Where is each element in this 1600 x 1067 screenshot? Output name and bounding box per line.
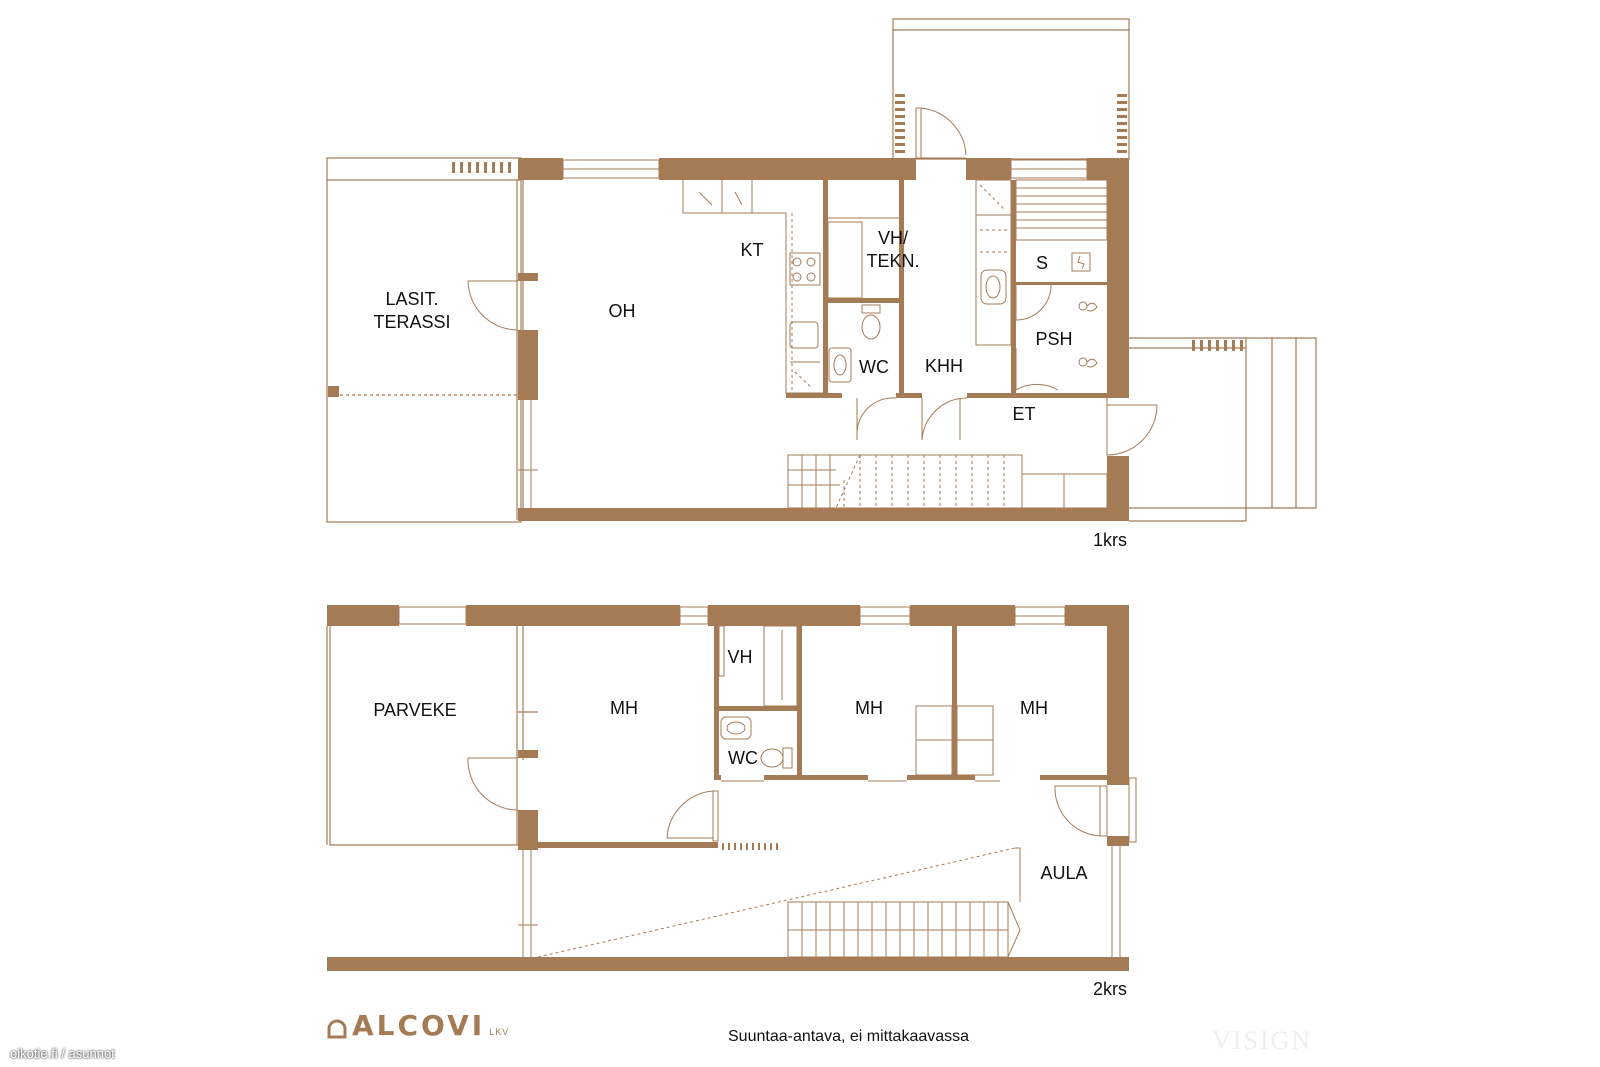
alcovi-logo-icon bbox=[327, 1019, 347, 1039]
room-label-mh-2: MH bbox=[855, 698, 883, 718]
room-label-et: ET bbox=[1012, 404, 1035, 424]
source-credit: oikotie.fi / asunnot bbox=[10, 1046, 115, 1061]
floor-1-wc-fixtures bbox=[828, 304, 881, 383]
railing-marks-floor-2 bbox=[722, 843, 778, 850]
floor-label-2krs: 2krs bbox=[1093, 979, 1127, 999]
balcony-outline bbox=[326, 626, 538, 846]
room-label-mh-3: MH bbox=[1020, 698, 1048, 718]
room-label-parveke: PARVEKE bbox=[373, 700, 456, 720]
shower-symbols bbox=[1078, 301, 1098, 368]
room-label-oh: OH bbox=[609, 301, 636, 321]
terrace-post bbox=[328, 386, 339, 397]
room-label-wc-2: WC bbox=[728, 748, 758, 768]
room-label-vh-tekn-1: VH/ bbox=[878, 228, 908, 248]
terrace-outline bbox=[326, 157, 524, 523]
room-label-khh: KHH bbox=[925, 356, 963, 376]
floor-2-stairs bbox=[537, 847, 1021, 958]
room-label-vh-tekn-2: TEKN. bbox=[866, 251, 919, 271]
room-label-lasit-terassi-1: LASIT. bbox=[385, 289, 438, 309]
floor-1-doors bbox=[467, 107, 1158, 456]
entry-porch bbox=[892, 18, 1130, 160]
floor-1-windows bbox=[518, 159, 1088, 508]
brand-logo: ALCOVI LKV bbox=[326, 1009, 510, 1042]
floor-1-stairs bbox=[787, 454, 1108, 509]
room-label-lasit-terassi-2: TERASSI bbox=[373, 312, 450, 332]
floor-1-exterior-walls bbox=[518, 158, 1129, 521]
room-label-vh: VH bbox=[727, 647, 752, 667]
laundry-counter bbox=[975, 179, 1012, 346]
brand-suffix: LKV bbox=[489, 1027, 510, 1037]
closet-vh bbox=[718, 625, 798, 707]
disclaimer-text: Suuntaa-antava, ei mittakaavassa bbox=[728, 1028, 970, 1045]
deck-steps bbox=[1192, 340, 1243, 351]
floor-label-1krs: 1krs bbox=[1093, 530, 1127, 550]
tech-room-cabinets bbox=[827, 217, 899, 299]
right-deck bbox=[1129, 337, 1317, 522]
floor-2-windows bbox=[398, 606, 1137, 957]
room-label-psh: PSH bbox=[1035, 329, 1072, 349]
terrace-railing-marks bbox=[452, 162, 511, 173]
room-label-kt: KT bbox=[740, 240, 763, 260]
porch-steps-left bbox=[895, 94, 905, 153]
wardrobes bbox=[915, 705, 994, 776]
floor-2-plan: PARVEKE MH VH WC MH MH AULA 2krs bbox=[326, 605, 1137, 999]
floor-2-doors bbox=[467, 757, 1108, 842]
floor-2-interior-walls bbox=[714, 626, 1107, 780]
room-label-aula: AULA bbox=[1040, 863, 1087, 883]
kitchen-counters bbox=[682, 180, 823, 394]
floor-1-interior-walls bbox=[786, 180, 1107, 398]
floor-2-exterior-walls bbox=[327, 605, 1129, 971]
porch-steps-right bbox=[1117, 94, 1127, 153]
room-label-wc-1: WC bbox=[859, 357, 889, 377]
room-label-mh-1: MH bbox=[610, 698, 638, 718]
sauna-benches bbox=[1015, 179, 1108, 272]
floor-2-wc-fixtures bbox=[720, 716, 793, 769]
brand-name: ALCOVI bbox=[352, 1009, 486, 1042]
floor-1-plan: LASIT. TERASSI OH KT VH/ TEKN. WC KHH S … bbox=[326, 18, 1317, 550]
room-label-s: S bbox=[1036, 253, 1048, 273]
watermark: VISIGN bbox=[1212, 1026, 1313, 1055]
